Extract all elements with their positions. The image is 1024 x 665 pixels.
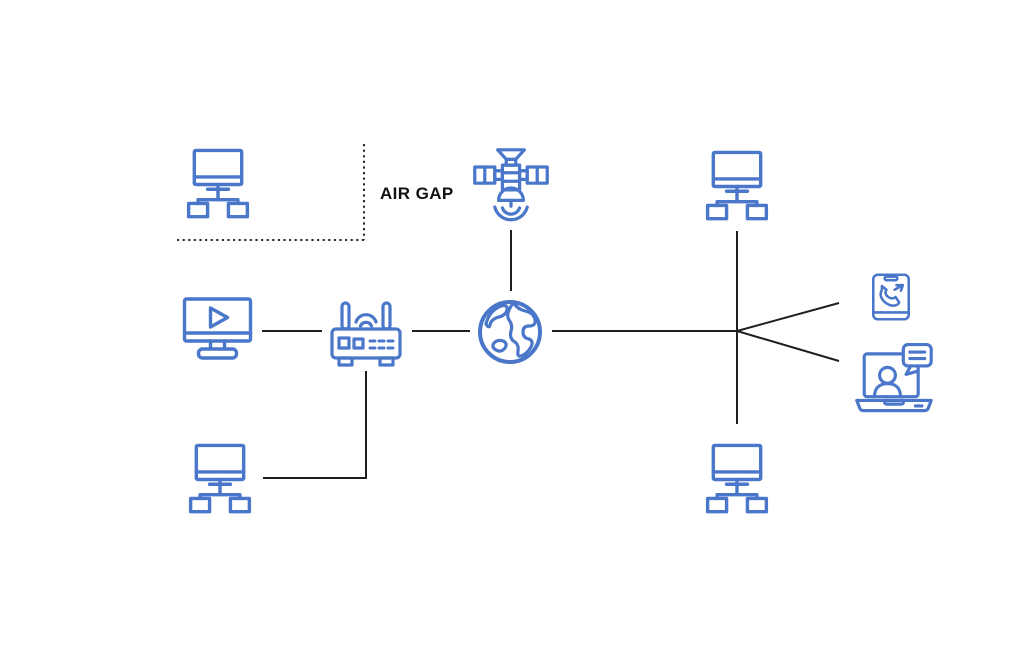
media-monitor-icon <box>181 296 254 366</box>
satellite-icon <box>472 146 550 228</box>
workstation-bottom-right-icon <box>701 442 773 517</box>
air-gap-label: AIR GAP <box>380 184 454 203</box>
workstation-bottom-left-icon <box>184 442 256 517</box>
wifi-router-icon <box>328 301 404 369</box>
internet-globe-icon <box>476 298 544 366</box>
workstation-top-right-icon <box>701 149 773 224</box>
air-gapped-workstation-icon <box>182 147 254 222</box>
phone-call-icon <box>871 272 911 322</box>
video-conference-laptop-icon <box>854 341 934 417</box>
